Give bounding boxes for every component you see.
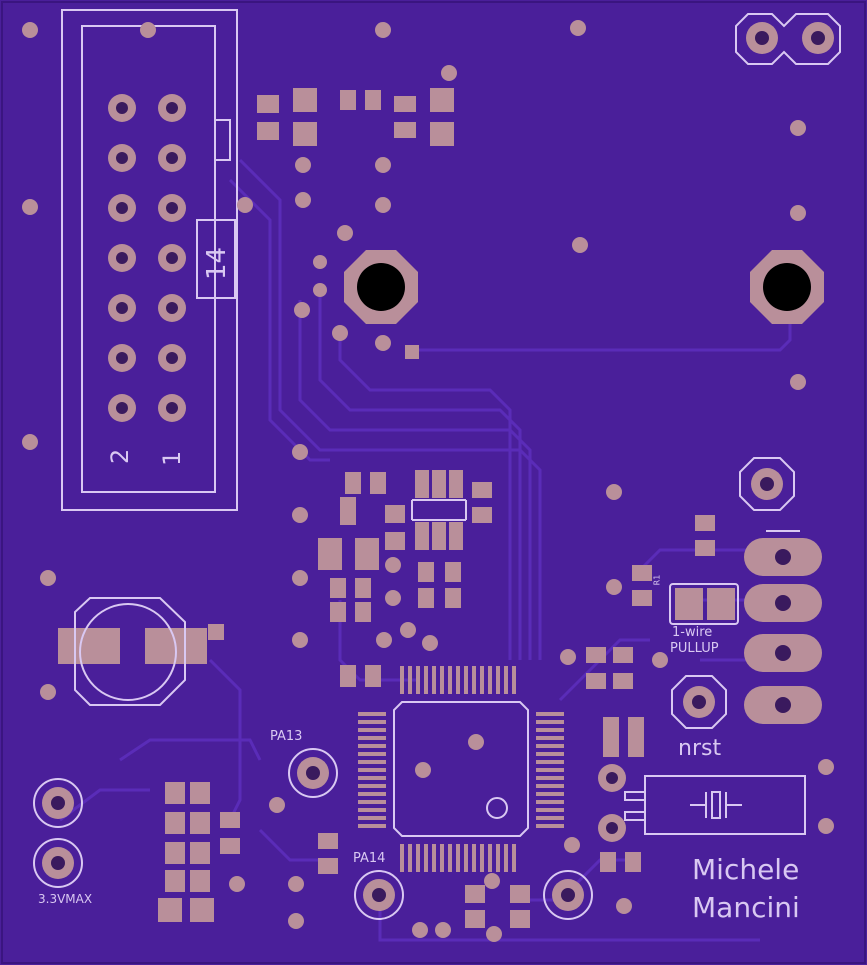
pa13-label: PA13 [270,729,303,744]
header-pads [108,94,186,422]
mcu-chip [393,701,529,837]
header-pin-count: 14 [202,246,232,280]
pa14-label: PA14 [353,851,386,866]
smd-pads [58,88,735,928]
crystal [598,764,806,842]
author-name-first: Michele [692,853,800,886]
header-pin-1-label: 1 [158,450,186,466]
power-connector-top [735,13,841,65]
pullup-label: PULLUP [670,641,719,656]
thru-hole-pads [33,457,822,920]
smd-silk [74,499,739,706]
mounting-holes [344,250,824,324]
mcu-pins [358,666,564,872]
resistor-r1-label: R1 [652,574,662,586]
author-name-last: Mancini [692,891,800,924]
onewire-label: 1-wire [672,625,713,640]
header-pin-2-label: 2 [106,448,134,464]
voltage-max-label: 3.3VMAX [38,892,93,906]
nrst-label: nrst [678,736,722,761]
vias [22,20,834,942]
